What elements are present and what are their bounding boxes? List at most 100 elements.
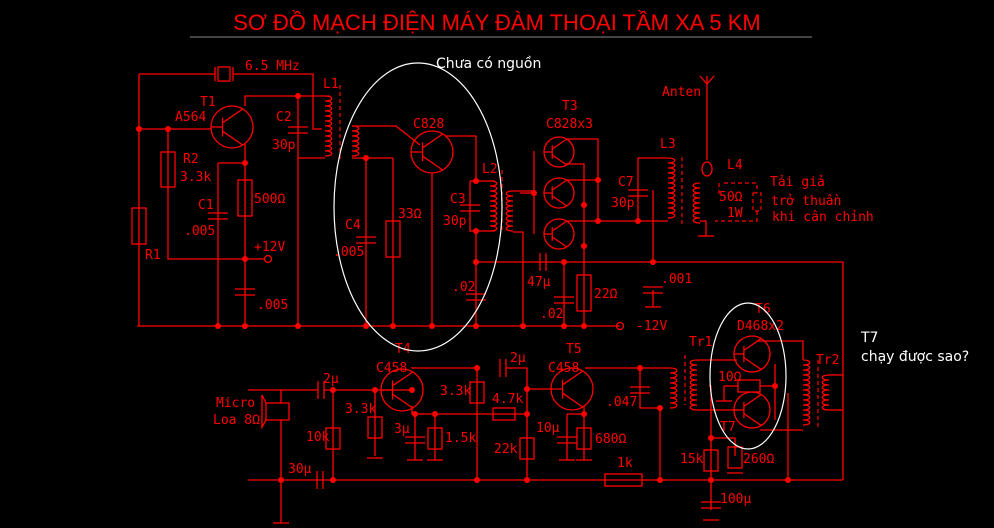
label-l4: L4 xyxy=(727,158,743,173)
label-c-001: .001 xyxy=(661,272,692,287)
capacitor xyxy=(208,212,228,220)
diagram-title: SƠ ĐỒ MẠCH ĐIỆN MÁY ĐÀM THOẠI TẦM XA 5 K… xyxy=(233,10,760,35)
resistor xyxy=(237,179,253,217)
resistor xyxy=(727,446,743,469)
inductor-coil xyxy=(489,180,498,232)
label-r-15k: 15k xyxy=(680,452,704,467)
label-plus12v: +12V xyxy=(254,240,285,255)
wire xyxy=(760,364,776,387)
label-minus12v: -12V xyxy=(636,319,667,334)
junction-dot xyxy=(295,323,301,329)
inductor-coil xyxy=(667,157,676,219)
terminal-icon xyxy=(263,254,273,264)
junction-dot xyxy=(372,387,378,393)
dummy-load-resistor xyxy=(752,192,762,212)
junction-dot xyxy=(429,323,435,329)
junction-dot xyxy=(581,243,587,249)
junction-dot xyxy=(409,387,415,393)
capacitor xyxy=(557,436,577,444)
inductor-coil xyxy=(505,190,514,232)
label-t1-part: A564 xyxy=(175,110,206,125)
label-l2: L2 xyxy=(482,162,498,177)
label-t2-part: C828 xyxy=(413,117,444,132)
wire xyxy=(411,406,527,415)
wire xyxy=(411,367,477,369)
transistor xyxy=(733,391,771,429)
label-t7: T7 xyxy=(720,420,736,435)
label-c-02a: .02 xyxy=(452,280,475,295)
junction-dot xyxy=(390,323,396,329)
transistor xyxy=(410,130,454,174)
wire xyxy=(513,231,524,326)
resistor xyxy=(492,407,516,421)
label-t5: T5 xyxy=(566,342,582,357)
junction-dot xyxy=(215,323,221,329)
transistor xyxy=(550,367,594,411)
junction-dot xyxy=(520,323,526,329)
wire xyxy=(352,125,421,146)
note-no-power: Chưa có nguồn xyxy=(436,55,541,72)
label-r-3k3-a: 3.3k xyxy=(345,402,376,417)
label-l1: L1 xyxy=(323,77,339,92)
label-c4-val: .005 xyxy=(333,245,364,260)
inductor-coil xyxy=(689,359,698,411)
inductor-coil xyxy=(821,374,830,411)
label-t3-part: C828x3 xyxy=(546,117,593,132)
label-c-047: .047 xyxy=(606,395,637,410)
speaker-cone xyxy=(261,394,267,430)
note-t7: T7 xyxy=(860,330,878,346)
label-t5-part: C458 xyxy=(548,361,579,376)
label-c1-val: .005 xyxy=(184,224,215,239)
label-r-260: 260Ω xyxy=(743,452,774,467)
label-c-2u-a: 2µ xyxy=(323,372,339,387)
label-r-33: 33Ω xyxy=(398,207,422,222)
capacitor xyxy=(701,501,721,509)
resistor xyxy=(427,427,443,450)
label-dummy-note1: Tải giả xyxy=(770,175,825,190)
wire xyxy=(233,73,322,130)
highlight-ellipse-t6-t7 xyxy=(709,302,787,450)
label-antenna: Anten xyxy=(662,85,701,100)
label-l3: L3 xyxy=(660,137,676,152)
capacitor xyxy=(630,386,650,394)
transistor xyxy=(380,368,424,412)
wire xyxy=(711,437,736,456)
transistor xyxy=(733,335,771,373)
label-r-4k7: 4.7k xyxy=(492,392,523,407)
capacitor xyxy=(554,296,574,304)
label-r-1k: 1k xyxy=(617,456,633,471)
label-r2: R2 xyxy=(183,152,199,167)
label-c4: C4 xyxy=(345,218,361,233)
wire xyxy=(469,181,495,232)
junction-dot xyxy=(524,477,530,483)
resistor xyxy=(367,416,383,439)
label-c-02b: .02 xyxy=(540,307,563,322)
transistor-leads xyxy=(734,394,762,426)
wire xyxy=(244,95,330,106)
wire xyxy=(757,340,804,360)
label-r-680: 680Ω xyxy=(595,432,626,447)
resistor xyxy=(160,151,176,188)
transistor-leads xyxy=(551,370,583,408)
antenna-icon xyxy=(699,75,715,85)
junction-dot xyxy=(785,477,791,483)
junction-dot xyxy=(650,259,656,265)
capacitor xyxy=(460,204,480,212)
capacitor xyxy=(288,126,308,134)
capacitor xyxy=(628,189,648,197)
junction-dot xyxy=(330,477,336,483)
wire xyxy=(445,135,477,181)
transistor xyxy=(543,218,575,250)
label-c2-val: 30p xyxy=(272,138,296,153)
label-c3: C3 xyxy=(450,192,466,207)
inductor-coil xyxy=(669,367,678,409)
resistor xyxy=(385,220,401,258)
junction-dot xyxy=(363,323,369,329)
label-dummy-note2: trở thuần xyxy=(771,194,841,209)
junction-dot xyxy=(657,477,663,483)
label-r-10: 10Ω xyxy=(718,370,742,385)
transistor xyxy=(543,177,575,209)
capacitor xyxy=(539,253,547,271)
resistor xyxy=(576,274,592,312)
